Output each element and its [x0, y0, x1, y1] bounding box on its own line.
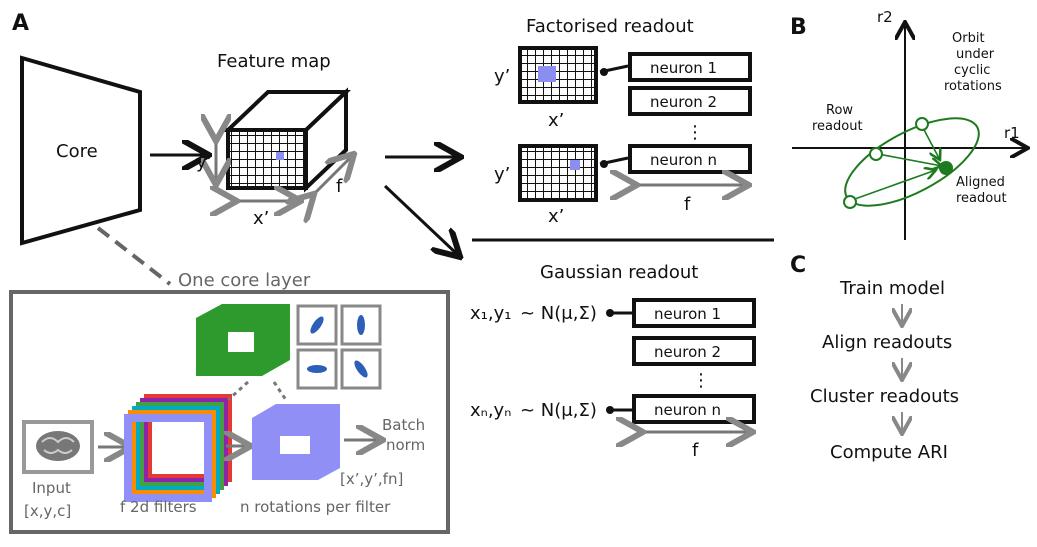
factorised-neuron-1-label: neuron 1	[650, 59, 717, 77]
factorised-link-dot-1	[600, 68, 608, 76]
fm-f-arrow	[312, 156, 352, 196]
gabor-filters-grid	[296, 304, 382, 390]
aligned-readout-point	[939, 161, 953, 175]
factorised-title: Factorised readout	[526, 16, 694, 37]
core-label: Core	[56, 141, 98, 162]
factorised-grid-2-highlight	[570, 160, 580, 170]
gaussian-neuron-2	[632, 336, 756, 366]
gaussian-neuron-1-label: neuron 1	[654, 305, 721, 323]
factorised-y-label-1: y’	[494, 66, 510, 87]
output-shape: [x’,y’,fn]	[340, 470, 403, 488]
gaussian-dots: ⋮	[692, 370, 710, 391]
gaussian-link-dot-n	[606, 406, 614, 414]
factorised-f-label: f	[684, 194, 691, 215]
orbit-arrow-2	[921, 125, 940, 160]
gaussian-eqn-rhs: ~ N(μ,Σ)	[520, 400, 597, 421]
aligned-readout-label-2: readout	[956, 191, 1007, 206]
orbit-point-1	[915, 117, 929, 131]
panel-b-label: B	[790, 15, 807, 40]
r1-label: r1	[1004, 124, 1020, 142]
gaussian-neuron-n-label: neuron n	[654, 401, 721, 419]
rotations-label: n rotations per filter	[240, 498, 391, 516]
input-label: Input	[32, 479, 71, 497]
aligned-readout-label-1: Aligned	[956, 175, 1005, 190]
gaussian-eqn-lhs: xₙ,yₙ	[470, 400, 511, 421]
core-layer-title: One core layer	[178, 270, 311, 291]
orbit-label-4: rotations	[944, 79, 1002, 94]
gaussian-link-dot-1	[606, 309, 614, 317]
core-block	[20, 55, 142, 246]
factorised-neuron-1	[628, 52, 752, 82]
gaussian-eq1-lhs: x₁,y₁	[470, 303, 511, 324]
fm-f-label: f	[336, 176, 343, 197]
green-filter-stack	[196, 304, 290, 376]
orbit-label-1: Orbit	[952, 31, 985, 46]
factorised-x-label-1: x’	[548, 110, 564, 131]
factorised-neuron-2	[628, 86, 752, 116]
factorised-x-label-2: x’	[548, 206, 564, 227]
gaussian-title: Gaussian readout	[540, 262, 698, 283]
factorised-grid-1-highlight	[538, 66, 556, 82]
r2-label: r2	[877, 8, 893, 26]
rotations-stack	[252, 404, 340, 480]
orbit-label-3: cyclic	[954, 63, 990, 78]
factorised-grid-1	[518, 46, 598, 104]
to-gaussian-arrow	[383, 184, 458, 255]
step-cluster-readouts: Cluster readouts	[810, 386, 959, 407]
step-compute-ari: Compute ARI	[830, 442, 948, 463]
gaussian-neuron-2-label: neuron 2	[654, 343, 721, 361]
orbit-label-2: under	[956, 47, 995, 62]
row-readout-point	[869, 147, 883, 161]
fm-x-label: x’	[253, 208, 269, 229]
feature-map-highlight-cell	[276, 152, 284, 160]
input-shape: [x,y,c]	[24, 502, 71, 520]
core-layer-box	[9, 290, 450, 534]
orbit-arrow-3	[851, 170, 936, 201]
panel-a-label: A	[12, 11, 29, 36]
feature-map-cuboid	[222, 87, 352, 193]
filters-label: f 2d filters	[120, 498, 197, 516]
panel-c-label: C	[790, 253, 806, 278]
factorised-link-dot-2	[600, 160, 608, 168]
factorised-neuron-n-label: neuron n	[650, 151, 717, 169]
step-align-readouts: Align readouts	[822, 332, 952, 353]
fm-y-label: y’	[196, 152, 212, 173]
green-link-right	[272, 381, 288, 401]
factorised-neuron-2-label: neuron 2	[650, 93, 717, 111]
gaussian-neuron-1	[632, 298, 756, 328]
orbit-arrow-1	[877, 153, 942, 166]
row-readout-label-1: Row	[826, 103, 853, 118]
batchnorm-label-2: norm	[386, 436, 425, 454]
core-layer-dashed-link	[96, 226, 172, 286]
row-readout-label-2: readout	[812, 119, 863, 134]
brain-icon	[36, 431, 80, 461]
gaussian-f-label: f	[692, 440, 699, 461]
batchnorm-label-1: Batch	[382, 416, 425, 434]
filters-stack	[124, 394, 232, 502]
feature-map-title: Feature map	[217, 51, 331, 72]
step-train-model: Train model	[839, 278, 945, 299]
factorised-dots: ⋮	[686, 122, 704, 143]
gaussian-eq1-rhs: ~ N(μ,Σ)	[520, 303, 597, 324]
factorised-grid-2	[518, 144, 598, 202]
factorised-y-label-2: y’	[494, 164, 510, 185]
orbit-point-2	[843, 195, 857, 209]
